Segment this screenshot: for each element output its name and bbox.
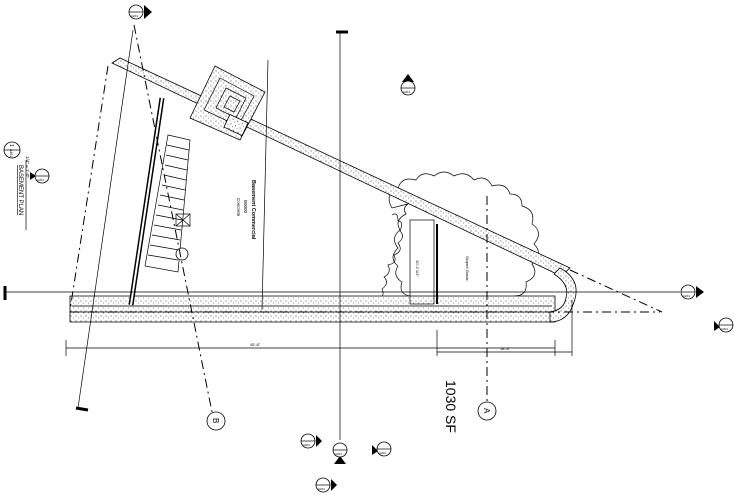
drawing-title-text: BASEMENT PLAN (17, 165, 23, 215)
room-name: Basement Commercial (250, 180, 256, 240)
section-line-nw (77, 29, 134, 409)
svg-text:A201: A201 (403, 90, 410, 94)
west-wall-thick-inner (130, 97, 163, 306)
tree-canopy-inner (375, 213, 403, 314)
room-number: B0000 (243, 200, 248, 214)
property-line-west (69, 65, 109, 311)
room-tag: Basement Commercial B0000 Concrete (236, 180, 256, 240)
section-marker-west: A201 (30, 168, 50, 184)
grid-bubble-a: A (477, 401, 497, 421)
overall-dimension (65, 300, 573, 356)
section-tick-nw (75, 406, 89, 412)
section-marker-south-2: A201 (332, 442, 348, 464)
grid-line-b (133, 24, 213, 413)
section-marker-east: A201 (680, 284, 704, 300)
grade-note: Sloped Grade (465, 256, 470, 281)
title-bubble-number: 1 (8, 144, 14, 147)
room-floor: Concrete (236, 198, 241, 217)
dim-line-vertical (261, 59, 269, 311)
opening-dimension-text: 10'-3 1/2" (415, 260, 420, 277)
overall-dimension-text: 45'-8" (250, 342, 261, 347)
svg-text:A201: A201 (37, 178, 44, 182)
section-marker-top: A201 (128, 4, 152, 20)
stair-direction-marker (175, 213, 191, 261)
south-wall (69, 295, 556, 323)
section-marker-north: A201 (400, 74, 416, 96)
section-marker-south-3: A201 (372, 441, 392, 457)
segment-dimension-text: 18'-8" (500, 346, 511, 351)
grid-bubble-b: B (206, 411, 226, 431)
svg-text:A201: A201 (335, 452, 342, 456)
svg-text:A: A (482, 408, 491, 414)
title-bubble-sheet: A401 (9, 149, 13, 157)
section-marker-south-1: A201 (300, 433, 322, 449)
section-marker-bottom: A201 (315, 477, 337, 493)
area-label: 1030 SF (443, 380, 459, 433)
svg-text:A201: A201 (303, 443, 310, 447)
tree-canopy-outline (388, 171, 539, 318)
svg-text:A201: A201 (379, 451, 386, 455)
svg-text:A201: A201 (683, 294, 690, 298)
svg-text:B: B (211, 418, 220, 423)
svg-text:A201: A201 (721, 327, 728, 331)
section-marker-southeast: A201 (714, 317, 734, 333)
opening-frame (409, 219, 435, 305)
stair (144, 134, 191, 273)
property-line-east (569, 269, 663, 313)
svg-text:A201: A201 (131, 14, 138, 18)
chimney (189, 65, 266, 141)
drawing-title: 1 A401 BASEMENT PLAN 1/4" = 1'-0" (3, 141, 30, 230)
svg-text:A201: A201 (318, 487, 325, 491)
drawing-scale-text: 1/4" = 1'-0" (25, 156, 30, 178)
